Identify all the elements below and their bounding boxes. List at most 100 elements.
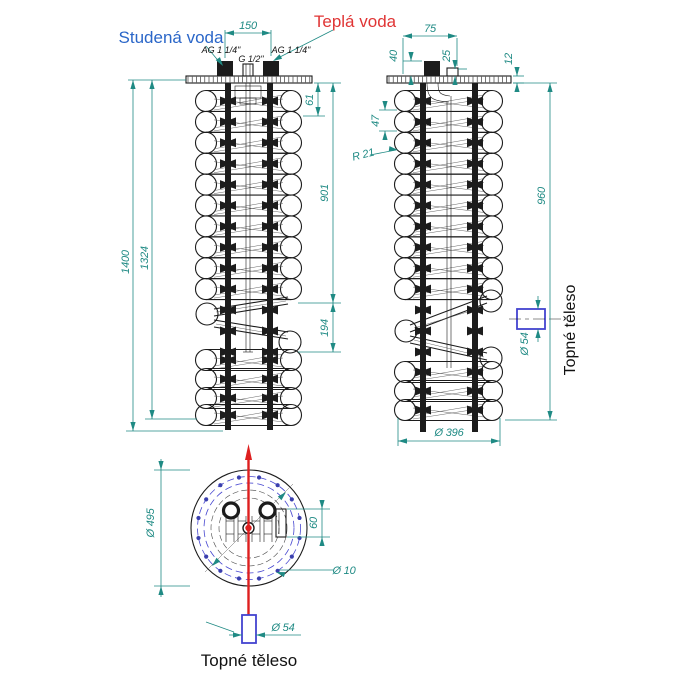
coil-turn [279, 89, 303, 113]
coil-turn [279, 152, 303, 175]
pipe-clamp [467, 284, 483, 294]
coil-turn [393, 215, 417, 238]
dim-25: 25 [441, 49, 453, 63]
pipe-clamp [262, 201, 278, 210]
pipe-clamp [220, 284, 236, 294]
dim-1324: 1324 [139, 246, 151, 270]
pipe-clamp [262, 305, 278, 315]
bolt-hole [204, 497, 209, 502]
coil-turn [480, 131, 504, 154]
dim-arrow [315, 83, 321, 92]
heating-element-bottom-symbol [241, 614, 257, 644]
dim-arrow [330, 83, 336, 92]
coil-turn [194, 173, 218, 196]
bolt-hole [289, 497, 294, 502]
coil-turn [194, 386, 218, 410]
dim-arrow [319, 500, 325, 509]
dim-arrow [547, 83, 553, 92]
dim-arrow [215, 57, 223, 66]
heating-element-side-symbol [509, 308, 561, 330]
dim-61: 61 [304, 94, 316, 106]
front-flange-hatch [187, 76, 311, 83]
pipe-clamp [262, 284, 278, 294]
pipe-clamp [220, 410, 236, 420]
dim-r21: R 21 [351, 147, 376, 164]
bolt-hole [275, 483, 280, 488]
pipe-clamp [415, 284, 431, 294]
dim-arrow [158, 586, 164, 595]
label-heating-element-bottom: Topné těleso [201, 651, 297, 670]
side-stub [424, 61, 440, 76]
pipe-clamp [467, 326, 483, 336]
dim-arrow [277, 492, 286, 501]
dim-10: Ø 10 [331, 565, 356, 577]
dim-arrow [212, 557, 221, 566]
dim-arrow [149, 80, 155, 89]
dim-arrow [408, 76, 414, 85]
side-port-bottom [275, 508, 287, 538]
pipe-clamp [220, 355, 236, 365]
dim-901: 901 [319, 184, 331, 202]
coil-turn [194, 89, 218, 113]
side-coil-gap [394, 289, 503, 370]
side-sensor-stub [446, 67, 459, 77]
hot-water-stub [263, 61, 279, 76]
coil-turn [194, 131, 218, 154]
coil-turn [279, 110, 303, 133]
hot-port-bottom [258, 501, 277, 520]
front-clamps [220, 96, 278, 420]
pipe-clamp [415, 221, 431, 231]
pipe-clamp [467, 117, 483, 127]
coil-turn [480, 89, 504, 113]
pipe-clamp [262, 410, 278, 420]
pipe-clamp [415, 367, 431, 377]
pipe-clamp [262, 347, 278, 357]
bolt-holes [196, 475, 302, 581]
pipe-clamp [415, 242, 431, 252]
dim-arrow [452, 76, 458, 85]
pipe-clamp [415, 159, 431, 169]
pipe-clamp [220, 393, 236, 403]
dim-arrow [452, 60, 458, 69]
dim-arrow [315, 107, 321, 116]
pipe-clamp [220, 221, 236, 231]
coil-turn [393, 398, 417, 422]
dim-12: 12 [503, 53, 515, 65]
pipe-clamp [262, 159, 278, 169]
coil-turn [393, 360, 417, 384]
side-view [386, 61, 512, 432]
dim-arrow [256, 632, 265, 638]
dim-arrow [514, 83, 520, 92]
dim-54-bottom: Ø 54 [270, 622, 294, 634]
pipe-clamp [220, 159, 236, 169]
pipe-clamp [415, 347, 431, 357]
dim-arrow [330, 343, 336, 352]
bolt-hole [256, 475, 262, 480]
pipe-clamp [415, 263, 431, 273]
dim-arrow [262, 30, 271, 36]
dim-495: Ø 495 [145, 507, 157, 538]
pipe-clamp [415, 138, 431, 148]
dim-arrow [382, 101, 388, 110]
front-pipe-right [267, 83, 273, 430]
pipe-clamp [415, 326, 431, 336]
pipe-clamp [220, 326, 236, 336]
pipe-clamp [415, 201, 431, 210]
coil-turn [480, 194, 504, 217]
dim-arrow [547, 411, 553, 420]
dim-960: 960 [536, 186, 548, 205]
dim-arrow [130, 422, 136, 431]
coil-turn [279, 236, 303, 259]
dim-arrow [319, 537, 325, 546]
dim-arrow [158, 461, 164, 470]
cold-water-stub [217, 61, 233, 76]
pipe-clamp [415, 305, 431, 315]
label-thread-mid: G 1/2" [238, 54, 264, 64]
dim-75: 75 [424, 23, 437, 35]
pipe-clamp [262, 138, 278, 148]
bolt-hole [236, 475, 242, 480]
bolt-hole [218, 568, 223, 573]
dim-arrow [398, 438, 407, 444]
coil-turn [279, 403, 303, 427]
